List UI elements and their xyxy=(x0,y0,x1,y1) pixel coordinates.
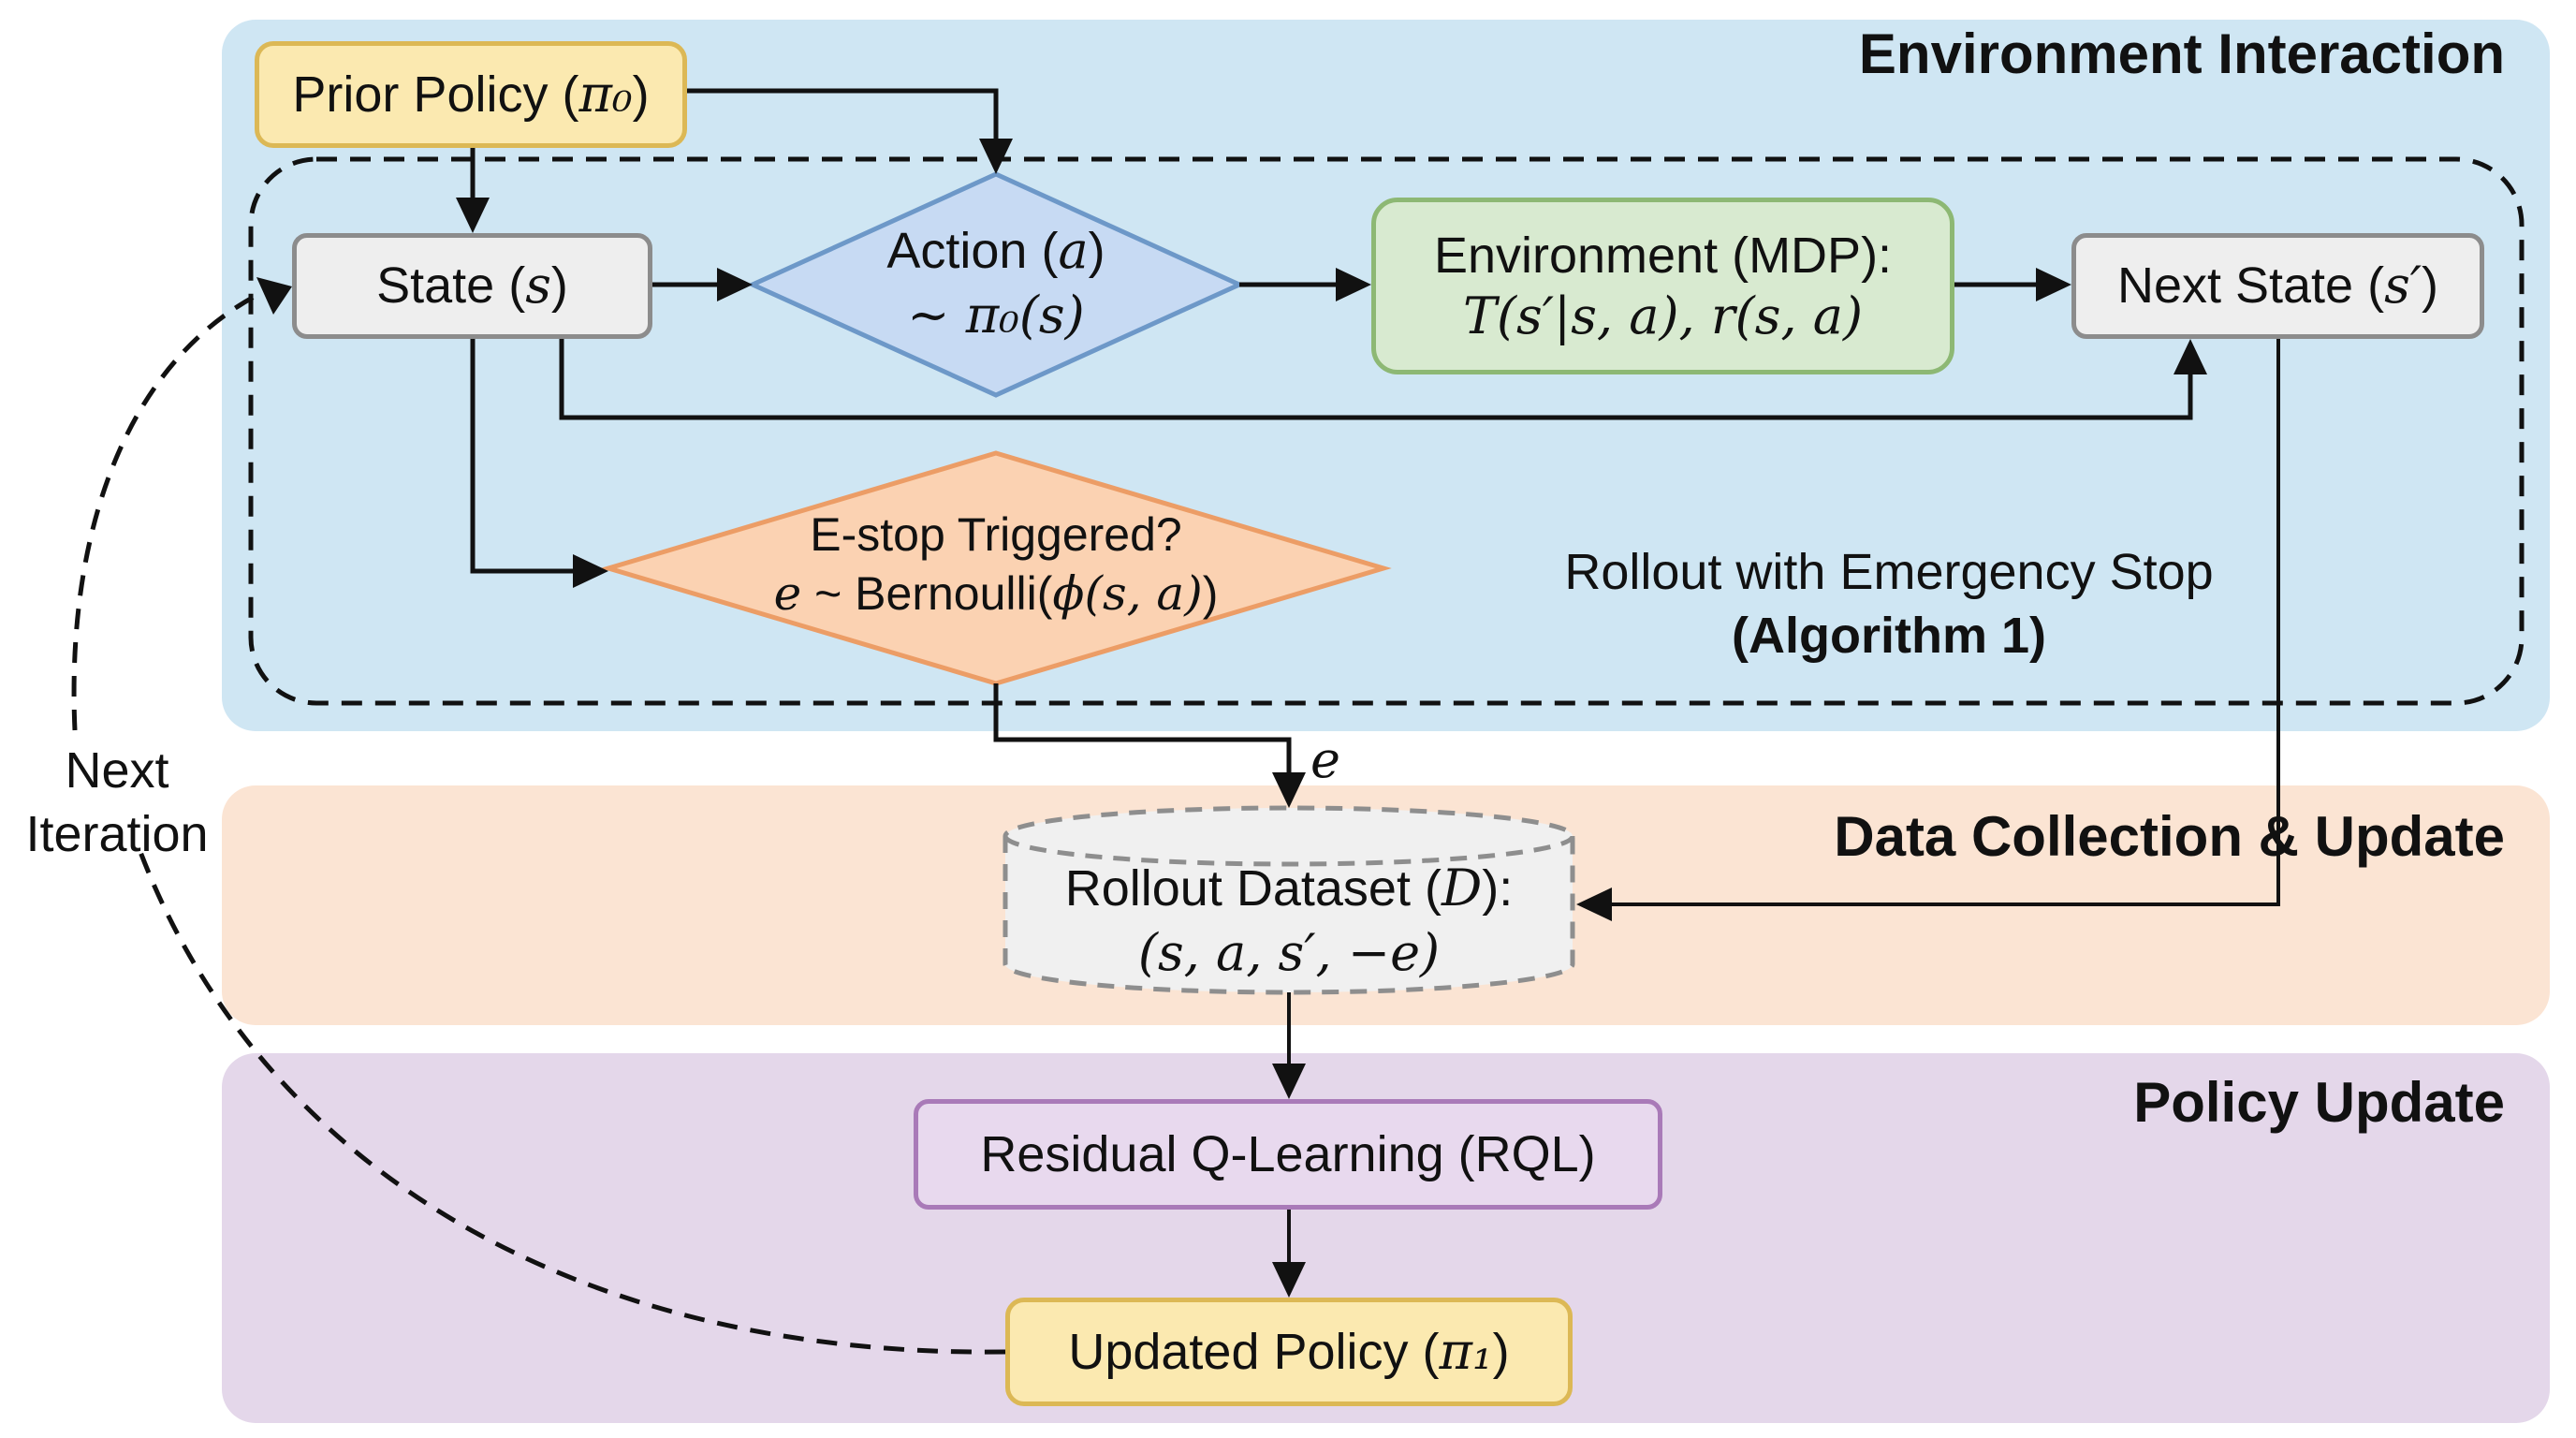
estop-var: e xyxy=(773,565,802,621)
next-state-node: Next State (s′) xyxy=(2071,233,2484,339)
rql-node: Residual Q-Learning (RQL) xyxy=(914,1099,1662,1210)
dataset-cylinder xyxy=(1003,805,1575,995)
rollout-caption-line1: Rollout with Emergency Stop xyxy=(1564,544,2214,600)
arrowhead-icon xyxy=(1576,888,1612,921)
dataset-node-label: Rollout Dataset (D): (s, a, s′, −e) xyxy=(1005,857,1573,984)
action-label: Action ( xyxy=(886,223,1059,279)
updated-policy-symbol: π₁ xyxy=(1439,1321,1493,1381)
arrowhead-icon xyxy=(1272,772,1306,808)
estop-question: E-stop Triggered? xyxy=(810,508,1182,561)
edge-e-label: e xyxy=(1310,730,1340,789)
rollout-caption-algorithm: (Algorithm 1) xyxy=(1732,607,2046,664)
action-diamond xyxy=(746,171,1246,398)
environment-node: Environment (MDP): T(s′|s, a), r(s, a) xyxy=(1371,198,1954,374)
action-symbol: a xyxy=(1058,221,1089,280)
next-state-label: Next State ( xyxy=(2116,257,2385,315)
edge-prior-to-action xyxy=(687,88,999,150)
edge-estop-to-dataset xyxy=(993,683,1292,783)
arrowhead-icon xyxy=(256,277,292,315)
next-state-close: ) xyxy=(2422,257,2439,315)
estop-node-label: E-stop Triggered? e ~ Bernoulli(ϕ(s, a)) xyxy=(715,506,1277,623)
prior-policy-label: Prior Policy ( xyxy=(292,66,579,123)
action-distribution: ~ π₀(s) xyxy=(907,285,1085,345)
estop-prob: ϕ(s, a) xyxy=(1052,565,1203,621)
rollout-caption: Rollout with Emergency Stop (Algorithm 1… xyxy=(1515,541,2263,668)
environment-label: Environment (MDP): xyxy=(1433,227,1893,284)
policy-update-title: Policy Update xyxy=(2133,1071,2505,1134)
edge-state-to-next-state xyxy=(559,339,2193,420)
arrowheads xyxy=(256,139,2207,1298)
data-collection-title: Data Collection & Update xyxy=(1834,805,2505,868)
next-iteration-line1: Next xyxy=(65,742,169,799)
state-symbol: s xyxy=(525,256,551,315)
action-close: ) xyxy=(1088,223,1105,279)
updated-policy-label: Updated Policy ( xyxy=(1068,1323,1440,1380)
dataset-close: ): xyxy=(1482,860,1514,917)
environment-dynamics: T(s′|s, a), r(s, a) xyxy=(1462,286,1864,345)
rollout-dashed-region xyxy=(248,156,2525,706)
next-iteration-line2: Iteration xyxy=(25,805,209,862)
arrowhead-icon xyxy=(979,139,1013,174)
rql-label: Residual Q-Learning (RQL) xyxy=(980,1125,1596,1182)
state-close: ) xyxy=(550,257,568,315)
state-label: State ( xyxy=(376,257,526,315)
next-iteration-label: Next Iteration xyxy=(0,740,234,866)
updated-policy-close: ) xyxy=(1492,1323,1510,1380)
arrowhead-icon xyxy=(573,554,608,588)
dataset-symbol: D xyxy=(1441,858,1483,917)
arrowhead-icon xyxy=(456,198,490,233)
arrowhead-icon xyxy=(2036,268,2071,301)
edge-next-state-to-dataset xyxy=(1601,339,2280,906)
edge-state-to-estop xyxy=(470,339,582,574)
arrowhead-icon xyxy=(1272,1064,1306,1099)
edge-next-iteration-loop xyxy=(138,851,1006,1355)
estop-close: ) xyxy=(1202,566,1219,620)
estop-bernoulli: ~ Bernoulli( xyxy=(801,566,1053,620)
edge-next-iteration-loop-upper xyxy=(71,287,269,731)
next-state-symbol: s′ xyxy=(2384,256,2422,315)
state-node: State (s) xyxy=(292,233,652,339)
dataset-tuple: (s, a, s′, −e) xyxy=(1137,922,1441,982)
prior-policy-symbol: π₀ xyxy=(578,64,633,124)
arrowhead-icon xyxy=(717,268,753,301)
arrowhead-icon xyxy=(1272,1262,1306,1298)
dataset-label: Rollout Dataset ( xyxy=(1064,860,1442,917)
prior-policy-close: ) xyxy=(632,66,650,123)
updated-policy-node: Updated Policy (π₁) xyxy=(1005,1298,1573,1406)
prior-policy-node: Prior Policy (π₀) xyxy=(255,41,687,148)
action-node-label: Action (a) ~ π₀(s) xyxy=(809,219,1183,346)
arrowhead-icon xyxy=(2174,339,2207,374)
environment-interaction-title: Environment Interaction xyxy=(1858,22,2505,85)
arrowhead-icon xyxy=(1336,268,1371,301)
